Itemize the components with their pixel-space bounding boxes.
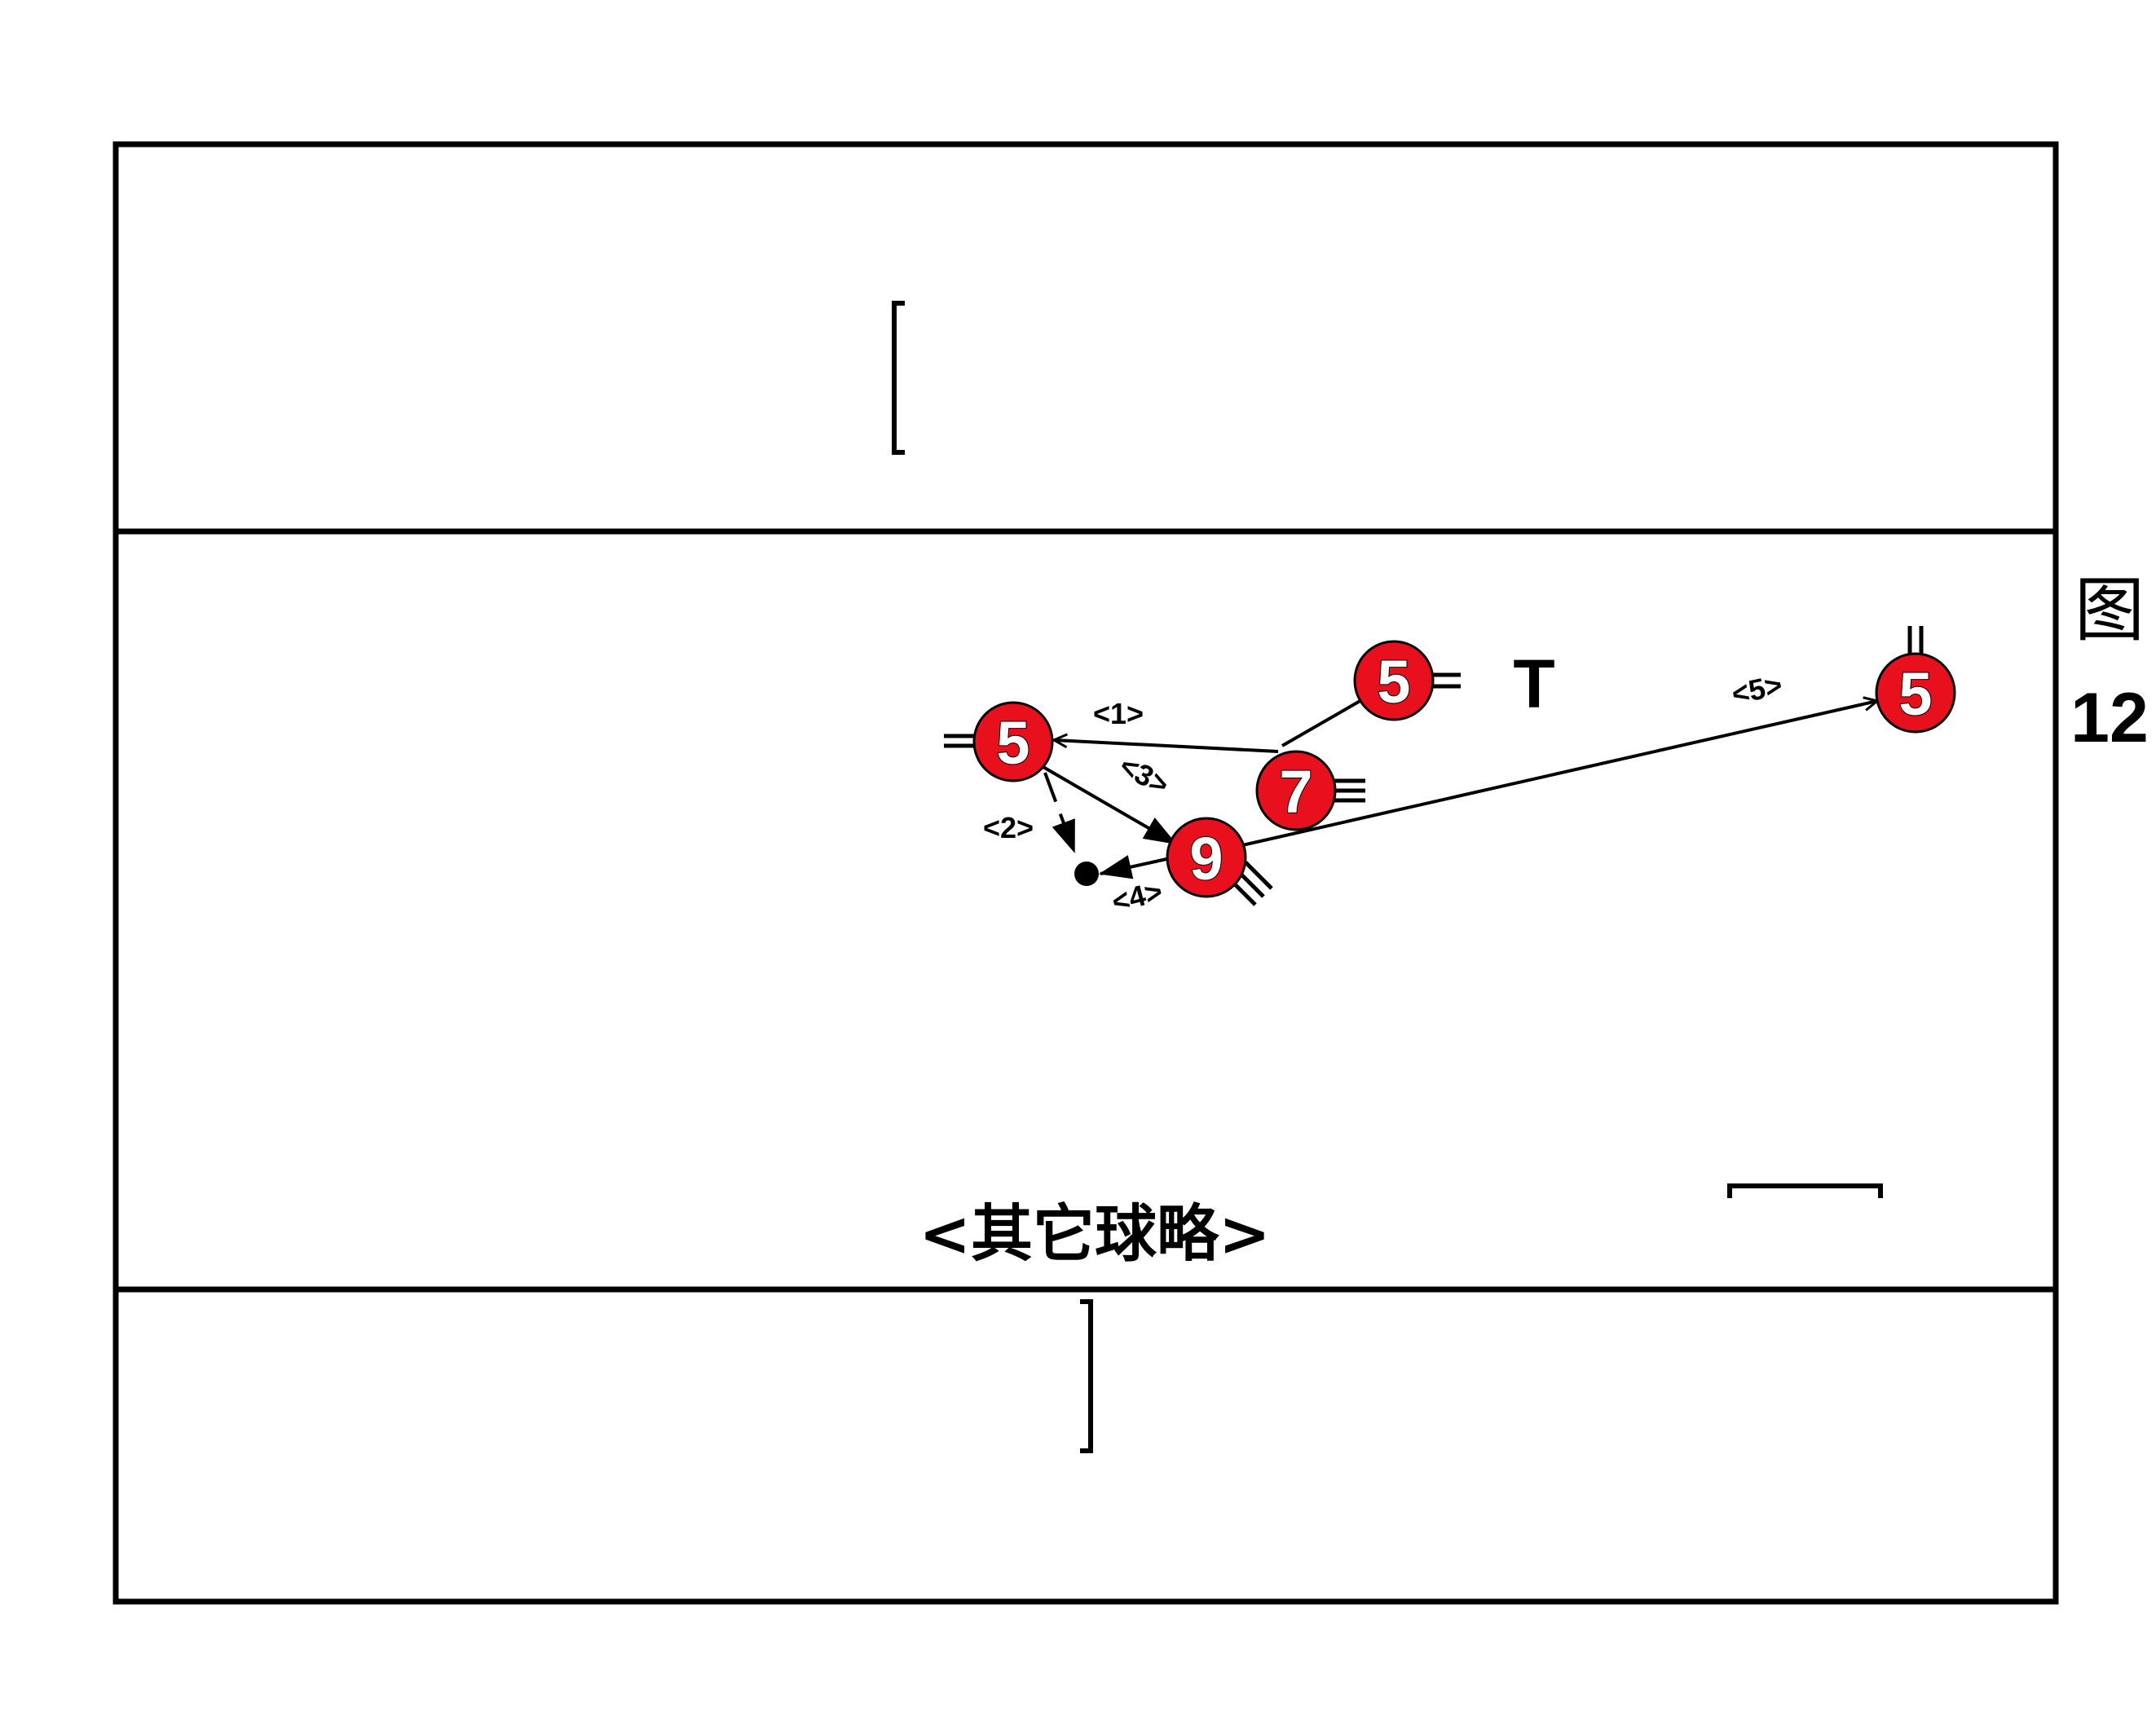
step-label-2: <2>: [983, 811, 1034, 844]
player-9: 9: [1166, 817, 1247, 898]
player-9-label: 9: [1189, 825, 1223, 892]
player-5-right-label: 5: [1898, 660, 1932, 728]
court-outline: [112, 141, 2059, 1605]
player-5-left-label: 5: [996, 709, 1030, 777]
pass-line-step-1: [1054, 740, 1279, 753]
pass-line-step-4: [1099, 855, 1175, 879]
figure-number: 12: [2070, 679, 2149, 757]
ball: [1074, 862, 1099, 886]
pass-line-step-5: [1238, 701, 1877, 848]
pass-line-step-3: [1040, 765, 1177, 845]
player-5-right: 5: [1875, 652, 1956, 734]
pass-line-step-2: [1043, 772, 1076, 853]
diagram-caption: <其它球略>: [919, 1197, 1270, 1270]
lower-bracket-marker: [1080, 1299, 1093, 1453]
step-label-3: <3>: [1114, 748, 1175, 801]
player-5-top: 5: [1353, 640, 1435, 721]
player-7: 7: [1255, 750, 1337, 831]
t-marker: T: [1513, 646, 1554, 722]
player-5-top-label: 5: [1377, 648, 1410, 716]
player-link-line: [1281, 698, 1364, 747]
step-label-5: <5>: [1729, 668, 1785, 711]
figure-char: 图: [2074, 570, 2145, 651]
upper-bracket-marker: [892, 301, 905, 455]
right-bracket-marker: [1727, 1183, 1883, 1198]
step-label-4: <4>: [1109, 874, 1166, 919]
step-label-1: <1>: [1093, 697, 1144, 730]
player-7-label: 7: [1279, 758, 1312, 826]
player-5-left: 5: [972, 701, 1054, 782]
